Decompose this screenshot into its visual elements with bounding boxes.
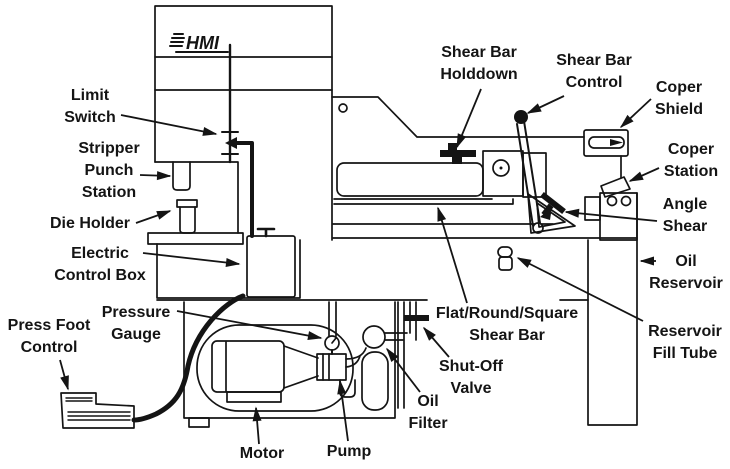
callout-reservoir-fill-tube bbox=[516, 257, 644, 322]
callout-coper-shield bbox=[619, 98, 652, 129]
oil-filter bbox=[345, 325, 389, 411]
stripper-punch bbox=[172, 161, 191, 191]
label-shut-off-valve: Shut-Off Valve bbox=[439, 358, 503, 397]
label-pump: Pump bbox=[326, 443, 372, 460]
die-holder bbox=[176, 199, 198, 234]
callout-motor bbox=[252, 406, 262, 445]
callout-angle-shear bbox=[564, 208, 658, 222]
callout-flat-round-square-shear-bar bbox=[437, 206, 468, 304]
callout-shut-off-valve bbox=[423, 326, 450, 358]
oil-reservoir-leg bbox=[587, 192, 638, 426]
limit-switch-assembly bbox=[225, 137, 254, 238]
hmi-logo-text: HMI bbox=[186, 33, 220, 53]
shear-bar-holddown bbox=[440, 143, 476, 164]
shear-body bbox=[331, 96, 638, 239]
label-coper-station: Coper Station bbox=[663, 141, 719, 180]
callout-limit-switch bbox=[120, 114, 218, 136]
callout-shear-bar-control bbox=[526, 95, 565, 114]
label-electric-control-box: Electric Control Box bbox=[54, 245, 146, 284]
angle-shear bbox=[527, 192, 576, 234]
limit-switch-arrow-icon bbox=[225, 137, 237, 149]
callout-stripper-punch-station bbox=[139, 171, 172, 181]
work-table bbox=[147, 232, 244, 245]
shear-bar-control-lever bbox=[514, 110, 544, 234]
pressure-gauge bbox=[324, 301, 340, 355]
callout-pressure-gauge bbox=[176, 310, 323, 341]
coper-shield bbox=[583, 129, 629, 179]
reservoir-fill-tube bbox=[497, 246, 513, 271]
label-oil-reservoir: Oil Reservoir bbox=[649, 253, 723, 292]
label-motor: Motor bbox=[239, 445, 285, 462]
label-stripper-punch-station: Stripper Punch Station bbox=[78, 140, 140, 201]
callout-electric-control-box bbox=[142, 252, 241, 267]
label-oil-filter: Oil Filter bbox=[408, 393, 448, 432]
shut-off-valve bbox=[404, 315, 429, 321]
label-shear-bar-holddown: Shear Bar Holddown bbox=[440, 44, 518, 83]
callout-shear-bar-holddown bbox=[456, 88, 482, 149]
label-reservoir-fill-tube: Reservoir Fill Tube bbox=[648, 323, 722, 362]
label-shear-bar-control: Shear Bar Control bbox=[556, 52, 632, 91]
callout-pump bbox=[337, 379, 349, 442]
power-cable bbox=[131, 293, 246, 423]
coper-station bbox=[584, 176, 638, 241]
machine-column bbox=[156, 239, 589, 301]
label-angle-shear: Angle Shear bbox=[662, 196, 708, 235]
label-die-holder: Die Holder bbox=[49, 215, 130, 232]
callout-coper-station bbox=[628, 167, 660, 182]
motor bbox=[211, 340, 319, 403]
callout-die-holder bbox=[135, 210, 172, 224]
shear-bar bbox=[336, 150, 547, 198]
label-limit-switch: Limit Switch bbox=[64, 87, 116, 126]
label-coper-shield: Coper Shield bbox=[654, 79, 703, 118]
callout-press-foot-control bbox=[59, 359, 69, 391]
machine-head bbox=[154, 5, 333, 241]
label-pressure-gauge: Pressure Gauge bbox=[101, 304, 171, 343]
foot-pedal bbox=[60, 392, 135, 429]
label-flat-round-square-shear-bar: Flat/Round/Square Shear Bar bbox=[435, 305, 579, 344]
label-press-foot-control: Press Foot Control bbox=[7, 317, 91, 356]
hmi-logo: HMI bbox=[169, 33, 229, 53]
callout-oil-filter bbox=[386, 347, 421, 393]
electric-control-box bbox=[246, 227, 296, 298]
